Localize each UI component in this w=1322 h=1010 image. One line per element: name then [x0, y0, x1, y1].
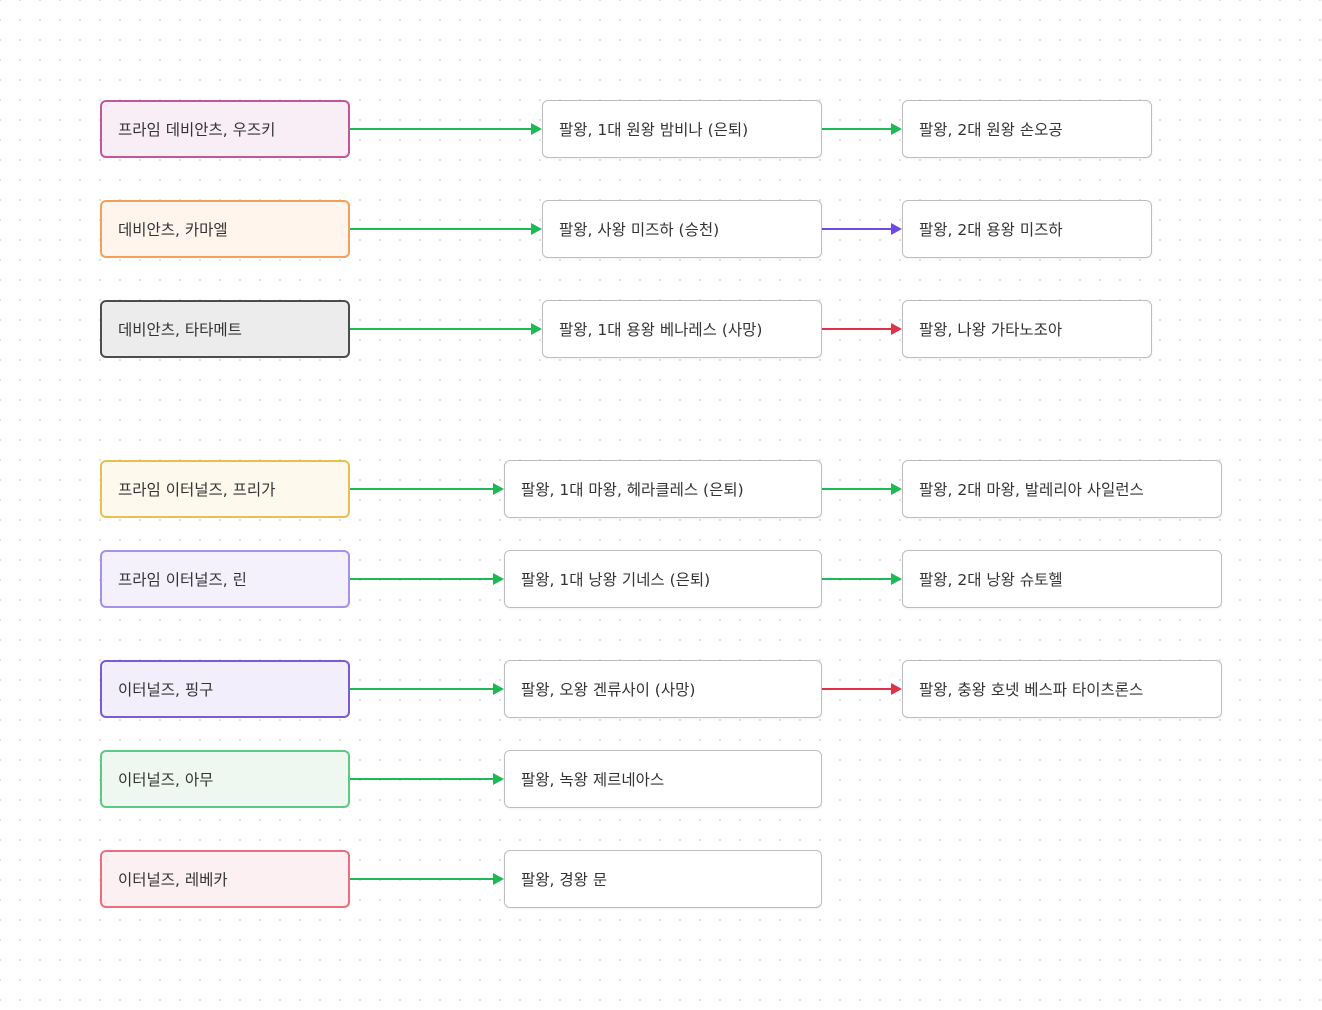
edge-n7-n8[interactable] — [350, 323, 542, 335]
node-n4[interactable]: 데비안츠, 카마엘 — [100, 200, 350, 258]
edge-n13-n14[interactable] — [350, 573, 504, 585]
node-label: 팔왕, 오왕 겐류사이 (사망) — [521, 681, 696, 699]
node-label: 프라임 이터널즈, 린 — [118, 571, 247, 589]
node-label: 데비안츠, 타타메트 — [118, 321, 242, 339]
arrowhead-icon — [891, 683, 902, 695]
edge-n4-n5[interactable] — [350, 223, 542, 235]
node-label: 팔왕, 2대 낭왕 슈토헬 — [919, 571, 1063, 589]
edge-n10-n11[interactable] — [350, 483, 504, 495]
edge-n19-n20[interactable] — [350, 773, 504, 785]
edge-n14-n15[interactable] — [822, 573, 902, 585]
edge-n21-n22[interactable] — [350, 873, 504, 885]
node-label: 팔왕, 2대 용왕 미즈하 — [919, 221, 1063, 239]
arrowhead-icon — [891, 573, 902, 585]
arrowhead-icon — [493, 483, 504, 495]
node-n12[interactable]: 팔왕, 2대 마왕, 발레리아 사일런스 — [902, 460, 1222, 518]
edge-n1-n2[interactable] — [350, 123, 542, 135]
node-n13[interactable]: 프라임 이터널즈, 린 — [100, 550, 350, 608]
node-label: 팔왕, 녹왕 제르네아스 — [521, 771, 665, 789]
node-n6[interactable]: 팔왕, 2대 용왕 미즈하 — [902, 200, 1152, 258]
node-n22[interactable]: 팔왕, 경왕 문 — [504, 850, 822, 908]
node-n18[interactable]: 팔왕, 충왕 호넷 베스파 타이츠론스 — [902, 660, 1222, 718]
arrowhead-icon — [531, 223, 542, 235]
arrowhead-icon — [493, 773, 504, 785]
node-n11[interactable]: 팔왕, 1대 마왕, 헤라클레스 (은퇴) — [504, 460, 822, 518]
node-label: 이터널즈, 아무 — [118, 771, 214, 789]
edge-n11-n12[interactable] — [822, 483, 902, 495]
node-label: 팔왕, 1대 마왕, 헤라클레스 (은퇴) — [521, 481, 744, 499]
edge-n16-n17[interactable] — [350, 683, 504, 695]
node-label: 팔왕, 1대 용왕 베나레스 (사망) — [559, 321, 763, 339]
node-n17[interactable]: 팔왕, 오왕 겐류사이 (사망) — [504, 660, 822, 718]
node-label: 팔왕, 사왕 미즈하 (승천) — [559, 221, 720, 239]
node-label: 프라임 이터널즈, 프리가 — [118, 481, 276, 499]
node-label: 프라임 데비안츠, 우즈키 — [118, 121, 276, 139]
node-label: 팔왕, 경왕 문 — [521, 871, 608, 889]
node-n14[interactable]: 팔왕, 1대 낭왕 기네스 (은퇴) — [504, 550, 822, 608]
node-n10[interactable]: 프라임 이터널즈, 프리가 — [100, 460, 350, 518]
node-label: 데비안츠, 카마엘 — [118, 221, 228, 239]
node-n9[interactable]: 팔왕, 나왕 가타노조아 — [902, 300, 1152, 358]
node-label: 팔왕, 1대 낭왕 기네스 (은퇴) — [521, 571, 711, 589]
node-label: 팔왕, 1대 원왕 밤비나 (은퇴) — [559, 121, 749, 139]
node-label: 이터널즈, 핑구 — [118, 681, 214, 699]
node-label: 팔왕, 2대 원왕 손오공 — [919, 121, 1063, 139]
arrowhead-icon — [493, 873, 504, 885]
node-n20[interactable]: 팔왕, 녹왕 제르네아스 — [504, 750, 822, 808]
edge-n17-n18[interactable] — [822, 683, 902, 695]
arrowhead-icon — [891, 123, 902, 135]
edge-n5-n6[interactable] — [822, 223, 902, 235]
edge-n2-n3[interactable] — [822, 123, 902, 135]
node-n21[interactable]: 이터널즈, 레베카 — [100, 850, 350, 908]
node-label: 팔왕, 2대 마왕, 발레리아 사일런스 — [919, 481, 1144, 499]
arrowhead-icon — [891, 483, 902, 495]
node-label: 이터널즈, 레베카 — [118, 871, 228, 889]
node-n1[interactable]: 프라임 데비안츠, 우즈키 — [100, 100, 350, 158]
node-n3[interactable]: 팔왕, 2대 원왕 손오공 — [902, 100, 1152, 158]
node-label: 팔왕, 나왕 가타노조아 — [919, 321, 1063, 339]
node-n15[interactable]: 팔왕, 2대 낭왕 슈토헬 — [902, 550, 1222, 608]
node-n16[interactable]: 이터널즈, 핑구 — [100, 660, 350, 718]
node-n2[interactable]: 팔왕, 1대 원왕 밤비나 (은퇴) — [542, 100, 822, 158]
node-label: 팔왕, 충왕 호넷 베스파 타이츠론스 — [919, 681, 1144, 699]
arrowhead-icon — [531, 123, 542, 135]
arrowhead-icon — [891, 223, 902, 235]
node-n19[interactable]: 이터널즈, 아무 — [100, 750, 350, 808]
node-n7[interactable]: 데비안츠, 타타메트 — [100, 300, 350, 358]
arrowhead-icon — [891, 323, 902, 335]
edge-n8-n9[interactable] — [822, 323, 902, 335]
node-n5[interactable]: 팔왕, 사왕 미즈하 (승천) — [542, 200, 822, 258]
arrowhead-icon — [493, 573, 504, 585]
arrowhead-icon — [531, 323, 542, 335]
node-n8[interactable]: 팔왕, 1대 용왕 베나레스 (사망) — [542, 300, 822, 358]
arrowhead-icon — [493, 683, 504, 695]
